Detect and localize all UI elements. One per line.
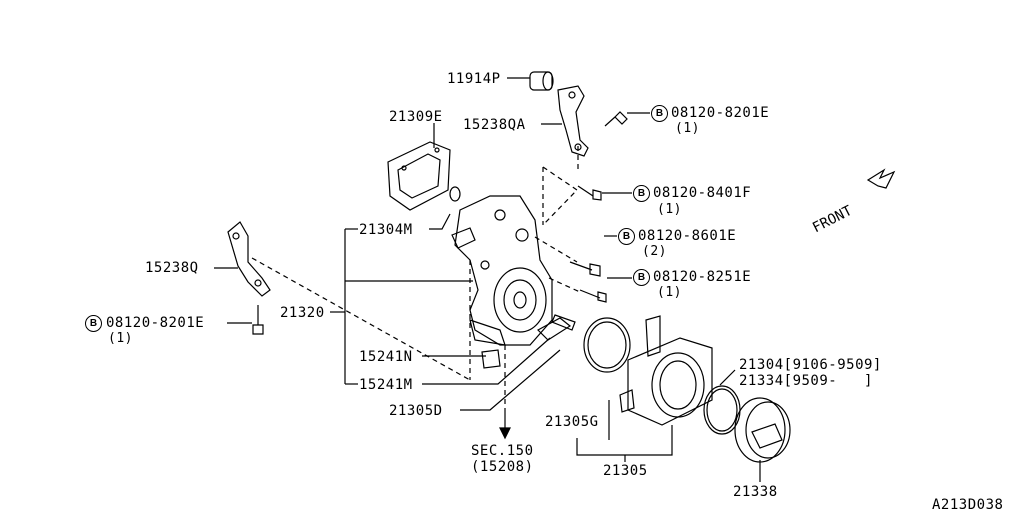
label-21309E: 21309E	[389, 109, 443, 125]
label-21305: 21305	[603, 463, 648, 479]
bolt-qty-3: (2)	[642, 244, 667, 259]
bolt-part-2: 08120-8401F	[653, 185, 752, 201]
gasket-21309E	[387, 141, 451, 211]
bolt-b-icon: B	[633, 185, 650, 202]
bolt-b-icon: B	[618, 228, 635, 245]
bolt-qty-1: (1)	[675, 121, 700, 136]
bolt-qty-5: (1)	[108, 331, 133, 346]
label-21305D: 21305D	[389, 403, 443, 419]
bolt-part-5: 08120-8201E	[106, 315, 205, 331]
label-21304M: 21304M	[359, 222, 413, 238]
label-15238QA: 15238QA	[463, 117, 526, 133]
bolt-b-icon: B	[85, 315, 102, 332]
bolt-part-3: 08120-8601E	[638, 228, 737, 244]
label-15241N: 15241N	[359, 349, 413, 365]
label-21320: 21320	[280, 305, 325, 321]
bolt-shapes	[252, 111, 628, 335]
bolt-qty-2: (1)	[657, 202, 682, 217]
label-21305G: 21305G	[545, 414, 599, 430]
label-sec150: SEC.150	[471, 443, 534, 459]
label-15241M: 15241M	[359, 377, 413, 393]
o-ring-21305G	[583, 317, 631, 373]
front-arrow	[866, 168, 896, 189]
bolt-part-4: 08120-8251E	[653, 269, 752, 285]
label-sec150-sub: (15208)	[471, 459, 534, 475]
plug-15241N	[481, 349, 501, 369]
diagram-id: A213D038	[932, 497, 1004, 512]
bolt-part-1: 08120-8201E	[671, 105, 770, 121]
bolt-b-icon: B	[633, 269, 650, 286]
oil-cooler-21305	[619, 315, 713, 426]
leader-lines	[214, 77, 761, 482]
label-21334: 21334[9509- ]	[739, 373, 873, 389]
relief-valve	[537, 317, 572, 341]
label-21304: 21304[9106-9509]	[739, 357, 882, 373]
bolt-b-icon: B	[651, 105, 668, 122]
bracket-15238Q	[227, 221, 271, 297]
bracket-15238QA	[557, 85, 589, 157]
pump-body-21320	[451, 195, 553, 346]
dashed-guides	[251, 146, 581, 410]
filter-21338	[734, 397, 791, 463]
label-11914P: 11914P	[447, 71, 501, 87]
label-15238Q: 15238Q	[145, 260, 199, 276]
sleeve-11914P	[529, 71, 554, 91]
bolt-qty-4: (1)	[657, 285, 682, 300]
label-21338: 21338	[733, 484, 778, 500]
